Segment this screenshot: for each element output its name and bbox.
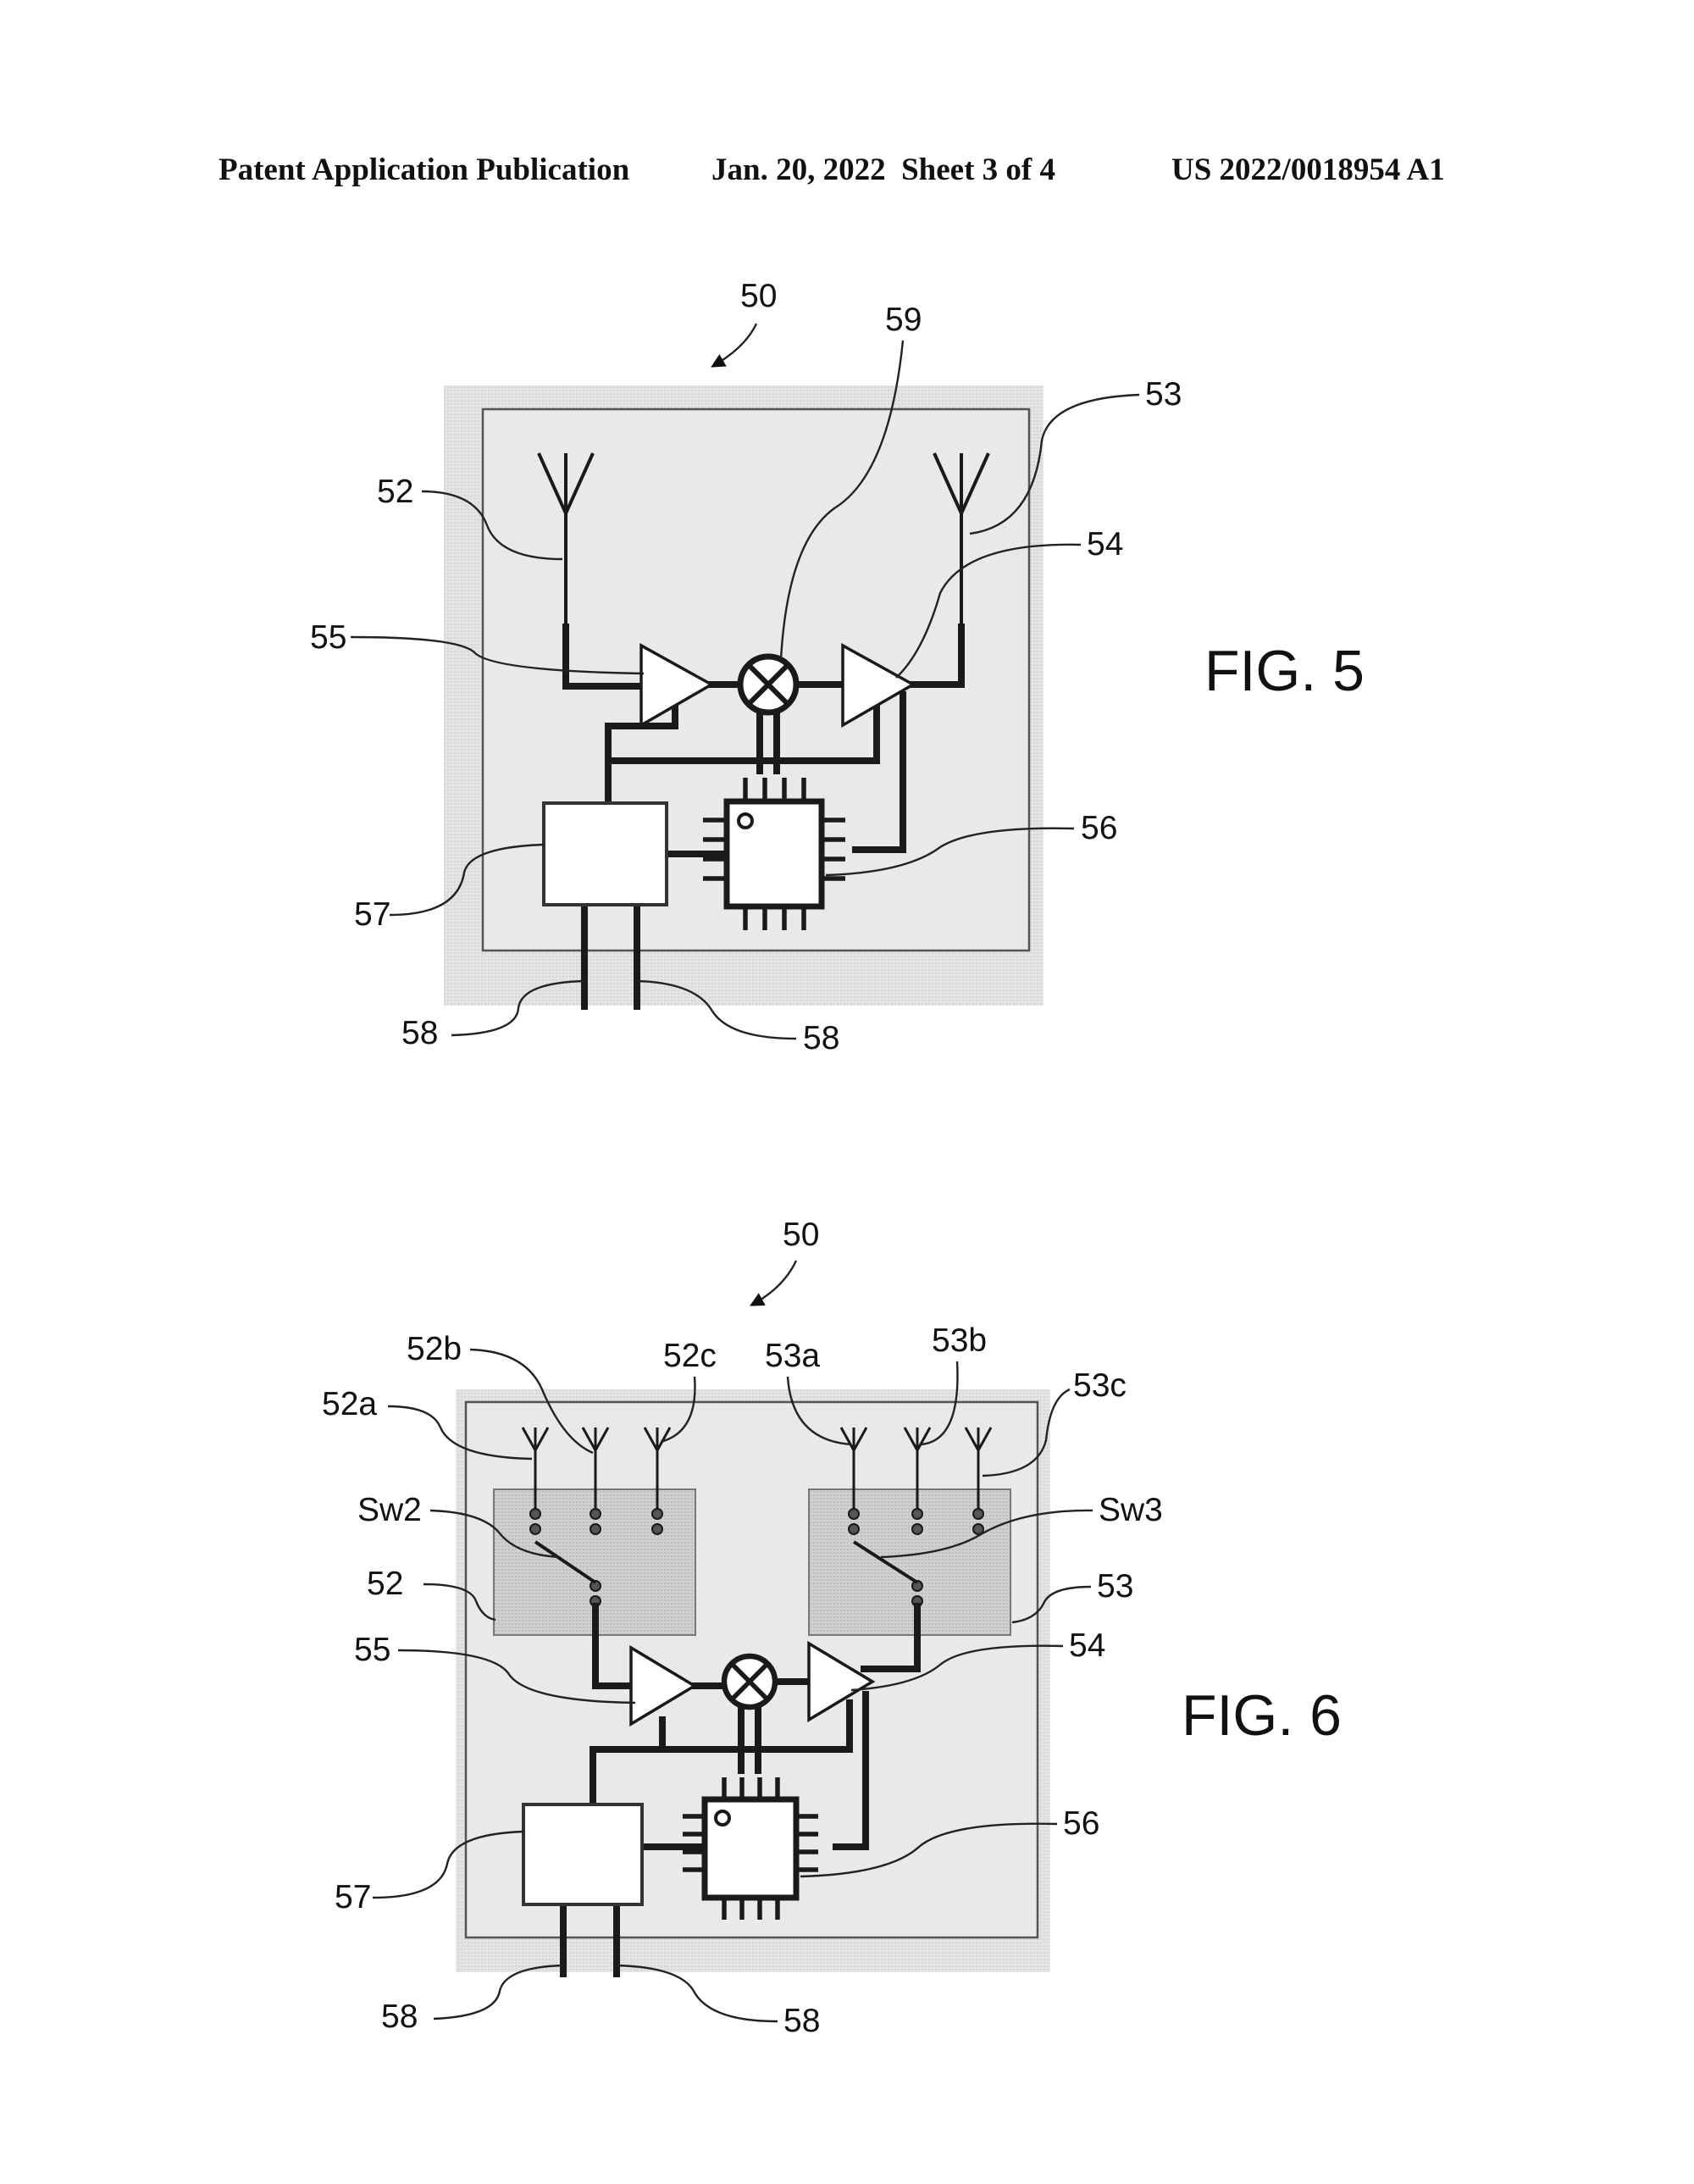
fig6-leader-sw2 [429, 1509, 560, 1559]
fig6-label-ant-53a: 53a [765, 1338, 820, 1374]
fig6-leader-lead-left [433, 1964, 564, 2020]
fig5-label-device: 50 [740, 278, 777, 314]
fig5-label-antenna-right: 53 [1145, 376, 1182, 413]
fig5-leader-antenna-right [969, 393, 1140, 535]
fig6-leader-52a [387, 1405, 533, 1461]
fig5-leader-box [389, 843, 545, 917]
fig6-label-block-right: 53 [1097, 1568, 1133, 1605]
fig5-label-mixer: 59 [885, 302, 922, 338]
fig5-device-arrow [711, 323, 758, 368]
fig6-chip-icon [683, 1777, 818, 1920]
fig6-antenna-52c [643, 1427, 672, 1516]
fig5-leader-chip [825, 827, 1075, 877]
fig6-label-switch-left: Sw2 [357, 1492, 422, 1528]
fig6-wire-outputs [560, 1903, 620, 1977]
fig5-mixer-icon [737, 653, 800, 716]
fig6-leader-lead-right [616, 1964, 778, 2023]
fig6-wire-sw3-amp [861, 1603, 921, 1672]
fig5-label-box: 57 [354, 896, 390, 933]
fig6-caption: FIG. 6 [1182, 1683, 1342, 1748]
fig6-switch-sw2 [529, 1508, 663, 1607]
fig6-leader-chip [800, 1822, 1058, 1878]
fig6-label-ant-53c: 53c [1073, 1367, 1127, 1404]
fig6-leader-block-right [1011, 1585, 1092, 1624]
fig6-label-lead-right: 58 [783, 2003, 820, 2039]
fig6-label-amp-left: 55 [354, 1632, 390, 1668]
fig5-wire-ant-left [562, 624, 645, 690]
fig6-label-device: 50 [783, 1217, 819, 1253]
fig5-label-antenna-left: 52 [377, 474, 413, 510]
fig6-leader-amp-left [397, 1649, 636, 1705]
fig6-label-box: 57 [335, 1879, 371, 1915]
fig6-leader-53b [921, 1361, 959, 1446]
fig6-wire-mixer-chip [738, 1706, 761, 1774]
fig6-label-amp-right: 54 [1069, 1627, 1105, 1664]
fig5-label-amp-left: 55 [310, 619, 346, 656]
fig6-label-ant-52c: 52c [663, 1338, 717, 1374]
fig5-caption: FIG. 5 [1204, 639, 1365, 703]
fig6-leader-box [372, 1830, 524, 1899]
fig5-amplifier-right [841, 643, 916, 729]
fig5-amplifier-left [639, 643, 715, 729]
header-publication: Patent Application Publication [219, 152, 630, 187]
fig5-wire-outputs [581, 901, 640, 1010]
fig5-label-lead-left: 58 [401, 1015, 438, 1051]
fig5-label-chip: 56 [1081, 810, 1117, 846]
fig5-wire-mixer-chip [756, 708, 780, 774]
fig5-chip-icon [703, 778, 845, 930]
fig5-leader-amp-left [350, 635, 645, 675]
fig6-label-ant-52a: 52a [322, 1386, 377, 1422]
fig6-leader-52c [660, 1376, 696, 1444]
fig6-label-chip: 56 [1063, 1805, 1099, 1842]
fig6-device-arrow [750, 1260, 798, 1306]
header-date-sheet: Jan. 20, 2022 Sheet 3 of 4 [711, 152, 1055, 187]
page-header: Patent Application Publication Jan. 20, … [219, 152, 1445, 187]
fig6-wire-sw2-amp [592, 1603, 634, 1689]
fig5-leader-lead-right [636, 979, 797, 1040]
fig6-leader-52b [469, 1348, 594, 1455]
fig6-leader-53c [982, 1388, 1071, 1477]
fig5-wire-ant-right [909, 624, 965, 688]
fig6-wire-bias-bus [590, 1699, 853, 1808]
fig6-leader-sw3 [880, 1509, 1093, 1559]
fig6-antenna-53b [903, 1427, 932, 1516]
fig5-wire-bias-bus [605, 700, 880, 764]
fig6-label-switch-right: Sw3 [1099, 1492, 1163, 1528]
fig6-antenna-52a [521, 1427, 550, 1516]
fig6-wire-amp-right-chip [833, 1691, 869, 1850]
fig5-leader-amp-right [895, 543, 1082, 679]
fig5-leader-antenna-left [421, 490, 563, 561]
fig6-amplifier-left [629, 1644, 698, 1727]
header-pub-number: US 2022/0018954 A1 [1171, 152, 1445, 187]
fig5-wire-amp-right-chip [852, 691, 906, 853]
fig6-mixer-icon [721, 1653, 778, 1710]
fig6-antenna-53c [964, 1427, 993, 1516]
fig5-label-amp-right: 54 [1087, 526, 1123, 563]
fig6-label-ant-52b: 52b [407, 1331, 462, 1367]
figure-5: 50 [310, 278, 1365, 1056]
fig6-label-lead-left: 58 [381, 1998, 418, 2035]
figure-6: 50 [322, 1217, 1342, 2039]
fig6-leader-block-left [423, 1583, 496, 1621]
fig6-antenna-52b [581, 1427, 610, 1516]
fig6-antenna-53a [839, 1427, 868, 1516]
fig5-leader-lead-left [451, 979, 585, 1037]
fig6-leader-amp-right [850, 1644, 1064, 1692]
fig6-box-57 [522, 1803, 644, 1906]
fig5-box-57 [542, 801, 668, 906]
fig6-leader-53a [786, 1376, 852, 1446]
fig6-label-ant-53b: 53b [932, 1322, 987, 1359]
fig6-amplifier-right [807, 1640, 876, 1723]
fig5-label-lead-right: 58 [803, 1020, 839, 1056]
fig6-label-block-left: 52 [367, 1566, 403, 1602]
fig5-leader-mixer [779, 340, 905, 660]
